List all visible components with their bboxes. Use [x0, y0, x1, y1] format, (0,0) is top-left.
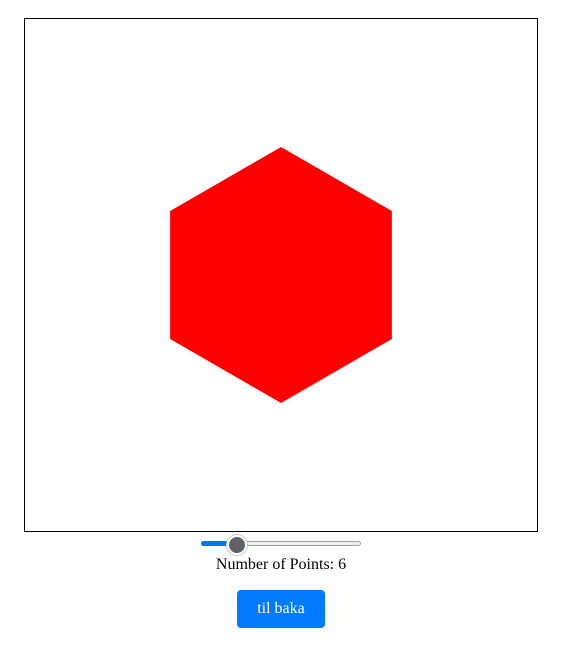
points-label-text: Number of Points: [215, 556, 335, 573]
polygon-shape [170, 147, 392, 403]
back-button[interactable]: til baka [237, 590, 325, 628]
slider-fill [201, 541, 236, 546]
drawing-canvas [24, 18, 538, 532]
points-label: Number of Points:6 [0, 555, 562, 575]
slider-thumb[interactable] [227, 535, 248, 555]
points-slider[interactable] [200, 533, 362, 555]
points-label-value: 6 [338, 556, 347, 573]
polygon-svg [170, 147, 392, 403]
